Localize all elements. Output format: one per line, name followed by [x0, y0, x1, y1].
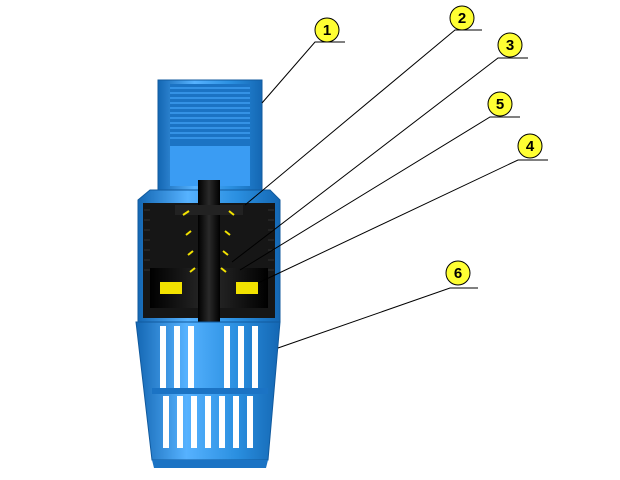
- callout-number-4: 4: [526, 138, 535, 155]
- spring: [182, 210, 235, 273]
- callout-circle-5: [487, 91, 513, 117]
- callout-circle-6: [445, 260, 471, 286]
- callout-number-5: 5: [496, 96, 504, 113]
- leader-lines: [231, 29, 548, 349]
- callout-number-6: 6: [454, 265, 462, 282]
- strainer-slots: [160, 326, 258, 448]
- valve-stem: [198, 180, 220, 340]
- strainer-basket: [135, 321, 281, 468]
- callout-number-2: 2: [458, 10, 466, 27]
- seal-right: [236, 282, 258, 294]
- callout-number-3: 3: [506, 37, 514, 54]
- top-connector: [157, 79, 263, 191]
- callout-circle-4: [517, 133, 543, 159]
- valve-housing: [137, 180, 281, 340]
- callout-circle-3: [497, 32, 523, 58]
- inner-thread: [170, 87, 250, 139]
- seal-left: [160, 282, 182, 294]
- callouts: 1 2 3 5 4 6: [314, 5, 543, 286]
- callout-circle-1: [314, 17, 340, 43]
- callout-circle-2: [449, 5, 475, 31]
- callout-number-1: 1: [323, 22, 331, 39]
- housing-thread: [144, 209, 274, 271]
